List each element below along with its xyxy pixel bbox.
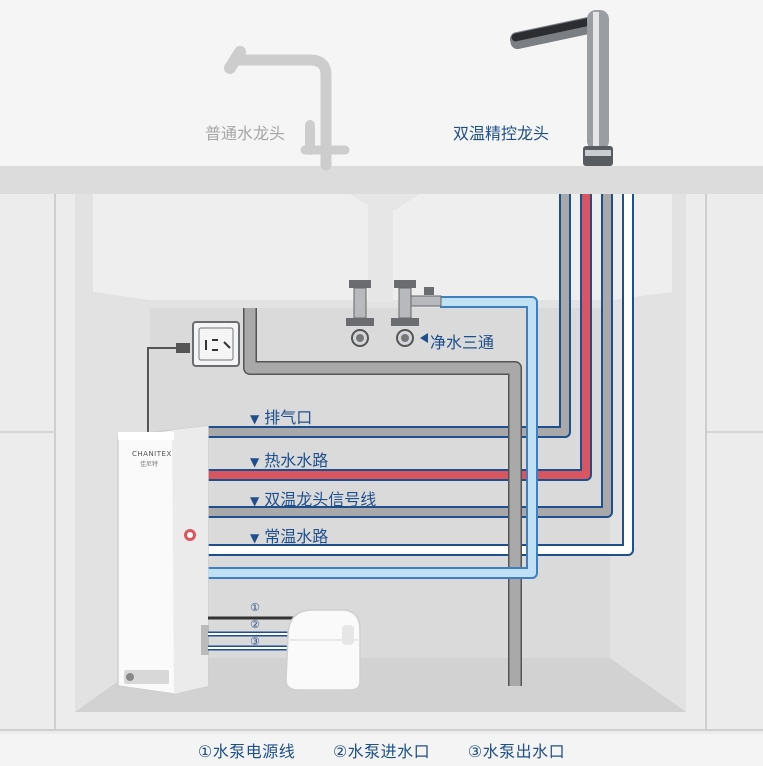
triangle-down-icon: ▼ xyxy=(250,494,260,508)
wall-background xyxy=(0,0,763,170)
pump-line-2-number: ② xyxy=(250,618,260,631)
legend-item-inlet: ②水泵进水口 xyxy=(332,742,431,761)
hot-water-label: ▼热水水路 xyxy=(250,451,329,470)
drain-pipe xyxy=(368,207,393,302)
signal-label: ▼双温龙头信号线 xyxy=(250,490,377,509)
normal-water-label: ▼常温水路 xyxy=(250,527,329,546)
purified-tee-label: 净水三通 xyxy=(430,333,495,352)
smart-faucet-icon xyxy=(509,10,613,166)
power-cord xyxy=(147,347,180,432)
triangle-down-icon: ▼ xyxy=(250,412,260,426)
normal-faucet-label: 普通水龙头 xyxy=(205,124,286,143)
brand-name: CHANITEX xyxy=(132,450,172,458)
purified-tee-valve xyxy=(391,280,442,347)
angle-valve-left xyxy=(346,280,374,347)
legend-item-power: ①水泵电源线 xyxy=(197,742,296,761)
pump-line-1-number: ① xyxy=(250,601,260,614)
water-pump xyxy=(285,609,361,691)
legend-item-outlet: ③水泵出水口 xyxy=(467,742,566,761)
normal-faucet-icon xyxy=(224,46,350,171)
pump-line-3-number: ③ xyxy=(250,635,260,648)
power-outlet-icon xyxy=(192,321,240,367)
water-purifier-unit xyxy=(117,425,209,695)
vent-label: ▼排气口 xyxy=(250,408,313,427)
legend: ①水泵电源线 ②水泵进水口 ③水泵出水口 xyxy=(0,738,763,762)
triangle-down-icon: ▼ xyxy=(250,455,260,469)
triangle-down-icon: ▼ xyxy=(250,531,260,545)
brand-sub: 佳尼特 xyxy=(140,461,159,468)
smart-faucet-label: 双温精控龙头 xyxy=(453,124,550,143)
countertop xyxy=(0,166,763,194)
